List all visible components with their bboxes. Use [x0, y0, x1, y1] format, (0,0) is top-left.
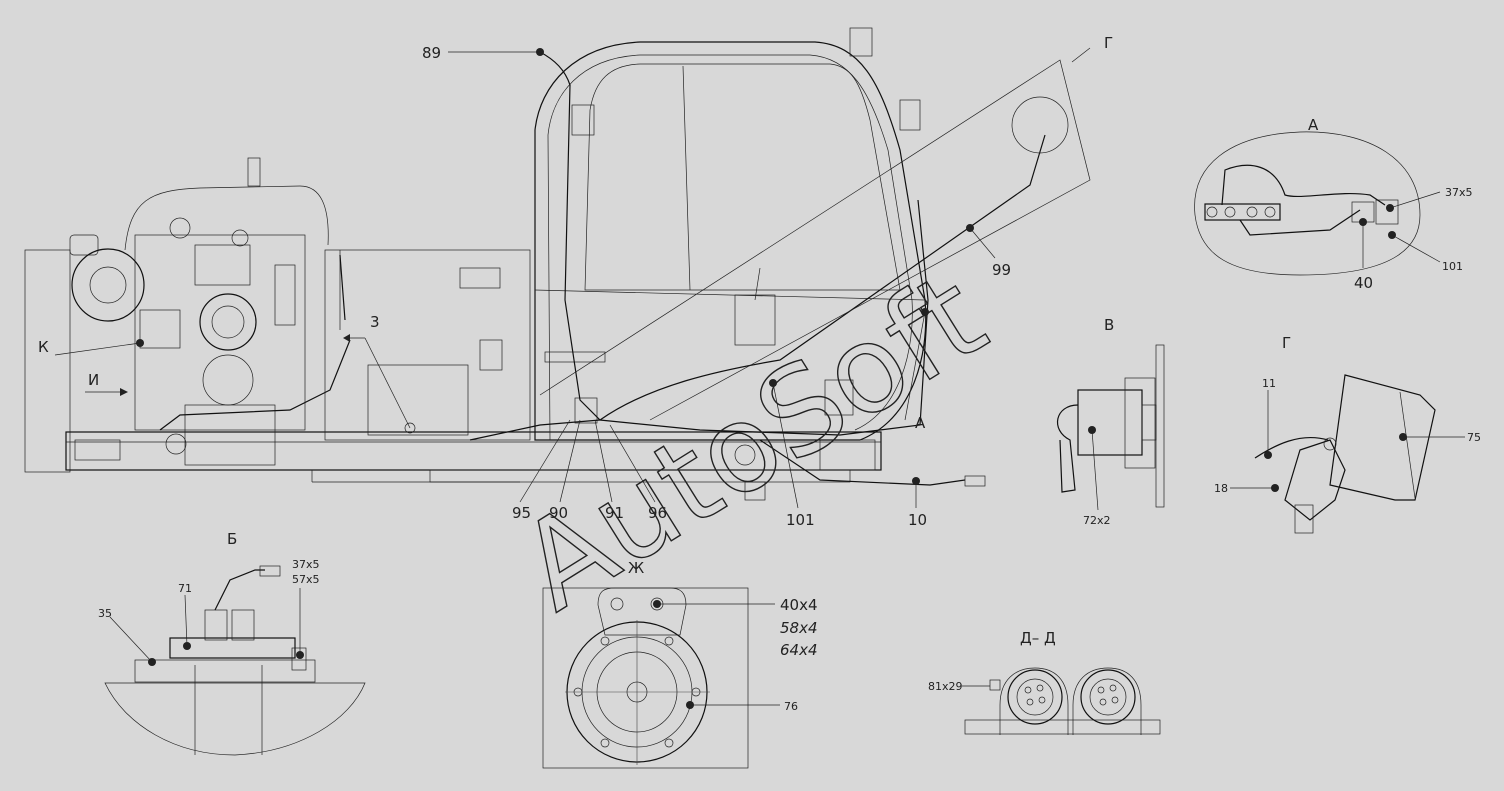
callout-96: 96 [648, 504, 667, 522]
view-dd-title: Д– Д [1020, 629, 1056, 647]
callout-3: 3 [370, 313, 380, 331]
view-dd-callout-81x29: 81x29 [928, 680, 963, 693]
view-g-callout-75: 75 [1467, 431, 1481, 444]
harness-rear [759, 439, 966, 486]
callout-101: 101 [786, 511, 815, 529]
terminal-block [1204, 203, 1281, 221]
view-g-callout-11: 11 [1262, 377, 1276, 390]
callout-k: К [38, 338, 49, 356]
callout-95: 95 [512, 504, 531, 522]
callout-99: 99 [992, 261, 1011, 279]
connector-right [1080, 669, 1136, 725]
view-a-title: А [1308, 116, 1319, 134]
view-g: Г 11 18 75 [1214, 334, 1481, 534]
view-b-callout-71: 71 [178, 582, 192, 595]
view-b-callout-35: 35 [98, 607, 112, 620]
main-view: 89 Г 99 К И 3 А 95 90 91 96 101 10 AutoS… [24, 27, 1113, 638]
view-zh-callout-40x4: 40x4 [780, 596, 818, 614]
lamp-body [1329, 374, 1436, 501]
harness-frame [469, 419, 601, 441]
cab-window [584, 63, 901, 291]
view-b-title: Б [227, 530, 237, 548]
view-b-callout-57x5: 57x5 [292, 573, 320, 586]
switch-body [1077, 389, 1143, 456]
detail-circle-g [1011, 96, 1069, 154]
view-v: В 72x2 [1056, 316, 1165, 527]
main-harness [539, 51, 929, 436]
view-a: А 37x5 40 101 [1194, 116, 1473, 292]
engine-block [134, 234, 306, 431]
view-b: Б 71 37x5 57x5 35 [98, 530, 366, 756]
view-a-callout-101: 101 [1442, 260, 1463, 273]
view-g-title: Г [1282, 334, 1291, 352]
callout-i: И [88, 371, 99, 389]
rear-panel [24, 249, 71, 473]
view-zh-title: Ж [628, 559, 644, 577]
view-zh-callout-76: 76 [784, 700, 798, 713]
view-b-callout-37x5: 37x5 [292, 558, 320, 571]
view-zh-callout-64x4: 64x4 [780, 641, 818, 659]
view-zh-callout-58x4: 58x4 [780, 619, 818, 637]
callout-10: 10 [908, 511, 927, 529]
callout-90: 90 [549, 504, 568, 522]
pulley [71, 248, 145, 322]
flywheel [199, 293, 257, 351]
view-dd: Д– Д 81x29 [928, 629, 1161, 735]
view-a-callout-37x5: 37x5 [1445, 186, 1473, 199]
engine-hood [124, 185, 329, 251]
connector-left [1007, 669, 1063, 725]
view-a-callout-40: 40 [1354, 274, 1373, 292]
view-zh: Ж 40x4 58x4 64x4 76 [542, 559, 818, 769]
harness-to-lamp [599, 134, 1046, 421]
tank [324, 249, 531, 441]
callout-g: Г [1104, 34, 1113, 52]
view-v-callout-72x2: 72x2 [1083, 514, 1111, 527]
callout-91: 91 [605, 504, 624, 522]
sensor-lead [339, 254, 346, 321]
view-v-title: В [1104, 316, 1114, 334]
callout-a: А [915, 414, 926, 432]
view-g-callout-18: 18 [1214, 482, 1228, 495]
callout-89: 89 [422, 44, 441, 62]
